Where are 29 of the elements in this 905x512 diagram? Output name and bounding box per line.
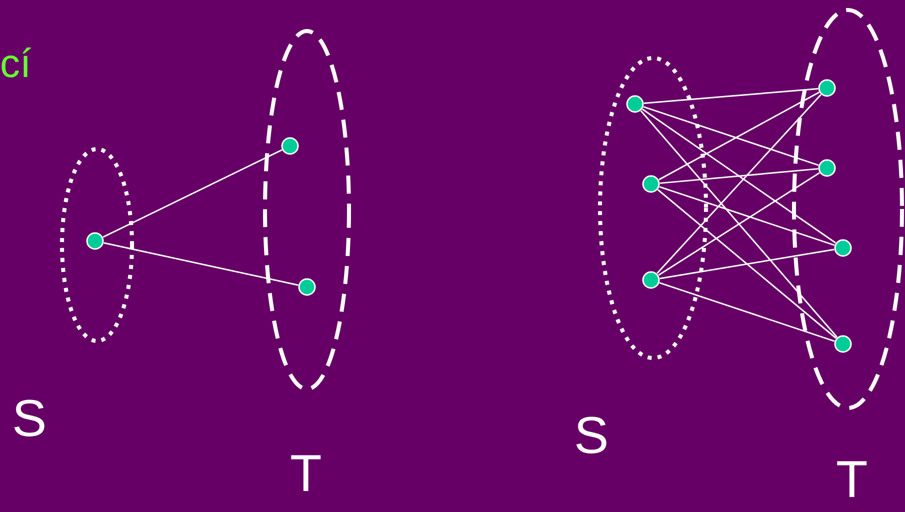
set-label: T xyxy=(836,454,868,506)
set-label: S xyxy=(12,393,47,445)
edge-line xyxy=(640,110,838,338)
edge-line xyxy=(656,94,822,274)
vertex-dot xyxy=(642,175,660,193)
edge-line xyxy=(644,88,818,104)
vertex-dot xyxy=(818,159,836,177)
heading-fragment: cí xyxy=(0,44,32,84)
edge-line xyxy=(642,108,836,244)
vertex-dot xyxy=(298,278,316,296)
vertex-dot xyxy=(86,232,104,250)
edge-line xyxy=(659,186,835,246)
edge-line xyxy=(658,92,820,180)
edge-line xyxy=(104,242,298,286)
edge-line xyxy=(658,172,820,276)
vertex-dot xyxy=(281,137,299,155)
vertex-dot xyxy=(834,239,852,257)
set-label: S xyxy=(574,410,609,462)
vertex-dot xyxy=(626,95,644,113)
edge-line xyxy=(660,168,818,184)
vertex-dot xyxy=(642,271,660,289)
edge-line xyxy=(657,189,837,339)
edge-line xyxy=(643,106,819,166)
edge-line xyxy=(659,282,835,342)
edge-line xyxy=(660,248,834,280)
vertex-dot xyxy=(818,79,836,97)
set-label: T xyxy=(290,448,322,500)
vertex-dot xyxy=(834,335,852,353)
edge-line xyxy=(102,149,282,238)
